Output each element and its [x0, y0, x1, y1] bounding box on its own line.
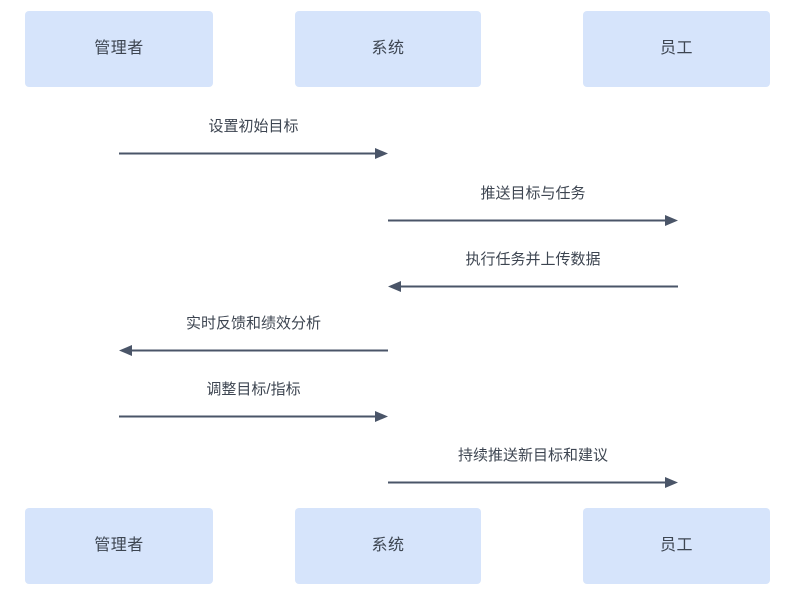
- message-label-3: 执行任务并上传数据: [465, 251, 601, 268]
- participant-header-employee[interactable]: 员工: [583, 11, 770, 87]
- message-label-4: 实时反馈和绩效分析: [185, 315, 321, 332]
- participant-header-system[interactable]: 系统: [295, 11, 481, 87]
- participant-footer-system[interactable]: 系统: [295, 508, 481, 584]
- message-arrow-3-left-icon: [388, 279, 678, 294]
- message-arrow-1-right-icon: [119, 146, 388, 161]
- message-label-6: 持续推送新目标和建议: [457, 447, 608, 464]
- message-arrow-5-right-icon: [119, 409, 388, 424]
- message-arrow-2-right-icon: [388, 213, 678, 228]
- participant-header-label-manager: 管理者: [94, 40, 144, 57]
- participant-footer-label-employee: 员工: [659, 537, 693, 554]
- participant-footer-label-manager: 管理者: [94, 537, 144, 554]
- participant-header-label-system: 系统: [371, 40, 405, 57]
- participant-header-label-employee: 员工: [659, 40, 693, 57]
- participant-footer-label-system: 系统: [371, 537, 405, 554]
- participant-footer-employee[interactable]: 员工: [583, 508, 770, 584]
- participant-footer-manager[interactable]: 管理者: [25, 508, 213, 584]
- message-label-5: 调整目标/指标: [206, 381, 301, 398]
- participant-header-manager[interactable]: 管理者: [25, 11, 213, 87]
- message-arrow-6-right-icon: [388, 475, 678, 490]
- message-label-2: 推送目标与任务: [480, 185, 586, 202]
- message-arrow-4-left-icon: [119, 343, 388, 358]
- message-label-1: 设置初始目标: [208, 118, 299, 135]
